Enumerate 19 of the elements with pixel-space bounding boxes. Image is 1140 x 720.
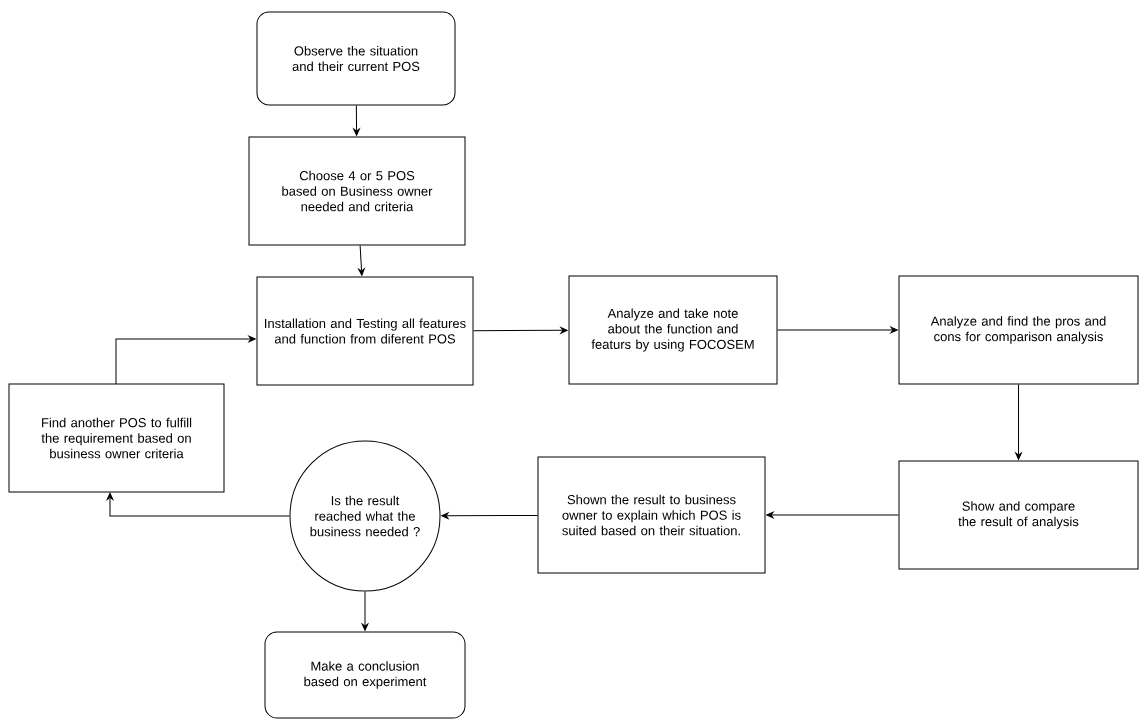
process-box: Analyze and find the pros and cons for comparison analysis bbox=[898, 275, 1139, 385]
process-box: Shown the result to business owner to explain which POS is suited based on their situation. bbox=[537, 456, 766, 574]
start-box: Observe the situation and their current POS bbox=[256, 11, 456, 106]
arrow bbox=[1015, 384, 1022, 460]
arrow bbox=[353, 105, 360, 136]
process-box: Installation and Testing all features and function from diferent POS bbox=[256, 276, 474, 386]
arrow bbox=[473, 327, 568, 334]
arrow bbox=[441, 512, 538, 520]
process-box: Choose 4 or 5 POS based on Business owner needed and criteria bbox=[248, 136, 466, 246]
arrow bbox=[766, 511, 899, 519]
process-box: Find another POS to fulfill the requirement based on business owner criteria bbox=[8, 383, 225, 493]
end-box: Make a conclusion based on experiment bbox=[264, 631, 466, 719]
arrow bbox=[106, 492, 290, 517]
arrow bbox=[777, 326, 898, 334]
arrow bbox=[115, 335, 256, 385]
process-box: Analyze and take note about the function and featurs by using FOCOSEM bbox=[568, 275, 778, 385]
process-box: Show and compare the result of analysis bbox=[898, 460, 1139, 570]
arrow bbox=[361, 591, 369, 631]
arrow bbox=[358, 245, 365, 276]
